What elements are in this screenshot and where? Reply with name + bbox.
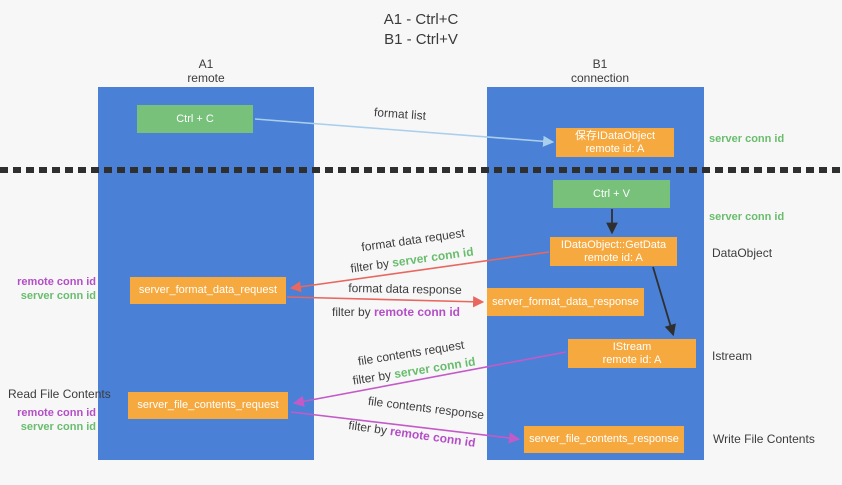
istream-remote-id: remote id: A [602,353,662,366]
arrow-format-data-request [289,251,550,293]
column-b1-name: B1 [592,57,608,71]
getdata-remote-id: remote id: A [584,251,643,264]
format-data-response-filter-label: filter by remote conn id [332,305,460,319]
server-file-contents-response-label: server_file_contents_response [529,433,679,445]
istream-label: IStream [612,340,652,353]
server-conn-id-annotation-mid: server conn id [709,211,785,223]
server-file-contents-response-box: server_file_contents_response [524,426,684,453]
istream-box: IStream remote id: A [568,339,696,368]
filter-by-text: filter by [331,305,374,319]
remote-conn-id-annotation: remote conn id [17,276,96,288]
server-conn-id-annotation-top: server conn id [709,133,785,145]
server-format-data-response-label: server_format_data_response [492,295,639,308]
format-data-response-arrow-label: format data response [348,281,462,297]
remote-conn-id-annotation: remote conn id [17,407,96,419]
column-header-b1: B1 connection [550,57,650,85]
istream-annotation: Istream [712,349,753,363]
title-line-a1: A1 - Ctrl+C [383,11,459,28]
conn-id-pair-annotation-top: remote conn id server conn id [0,275,96,303]
save-idataobject-box: 保存IDataObject remote id: A [556,128,674,157]
server-format-data-response-box: server_format_data_response [487,288,644,316]
column-header-a1: A1 remote [156,57,256,85]
arrow-file-contents-response [290,411,521,444]
arrow-file-contents-request [292,351,567,407]
arrow-getdata-to-istream [652,266,676,337]
server-file-contents-request-box: server_file_contents_request [128,392,288,419]
read-file-contents-annotation: Read File Contents [8,387,111,401]
column-a1-subtitle: remote [187,71,225,85]
ctrl-v-box: Ctrl + V [553,180,670,208]
conn-id-pair-annotation-bottom: remote conn id server conn id [0,406,96,434]
server-conn-id-annotation: server conn id [20,290,96,302]
title-line-b1: B1 - Ctrl+V [384,31,458,48]
write-file-contents-annotation: Write File Contents [713,432,815,446]
save-idataobject-remote-id: remote id: A [585,142,645,155]
server-file-contents-request-label: server_file_contents_request [137,399,279,411]
arrow-format-data-response [286,296,485,308]
server-format-data-request-label: server_format_data_request [138,284,278,296]
machine-boundary-dashed-line [0,167,842,173]
getdata-label: IDataObject::GetData [560,238,667,251]
remote-conn-id-text: remote conn id [374,305,461,319]
server-format-data-request-box: server_format_data_request [130,277,286,304]
ctrl-c-box: Ctrl + C [137,105,253,133]
idataobject-getdata-box: IDataObject::GetData remote id: A [550,237,677,266]
ctrl-c-label: Ctrl + C [176,112,214,125]
column-b1-subtitle: connection [570,71,630,85]
save-idataobject-label: 保存IDataObject [574,129,656,142]
arrow-format-list [254,118,555,147]
dataobject-annotation: DataObject [712,246,773,260]
server-conn-id-annotation: server conn id [20,421,96,433]
diagram-title: A1 - Ctrl+C B1 - Ctrl+V [321,10,521,50]
ctrl-v-label: Ctrl + V [593,187,630,200]
column-a1-name: A1 [198,57,214,71]
